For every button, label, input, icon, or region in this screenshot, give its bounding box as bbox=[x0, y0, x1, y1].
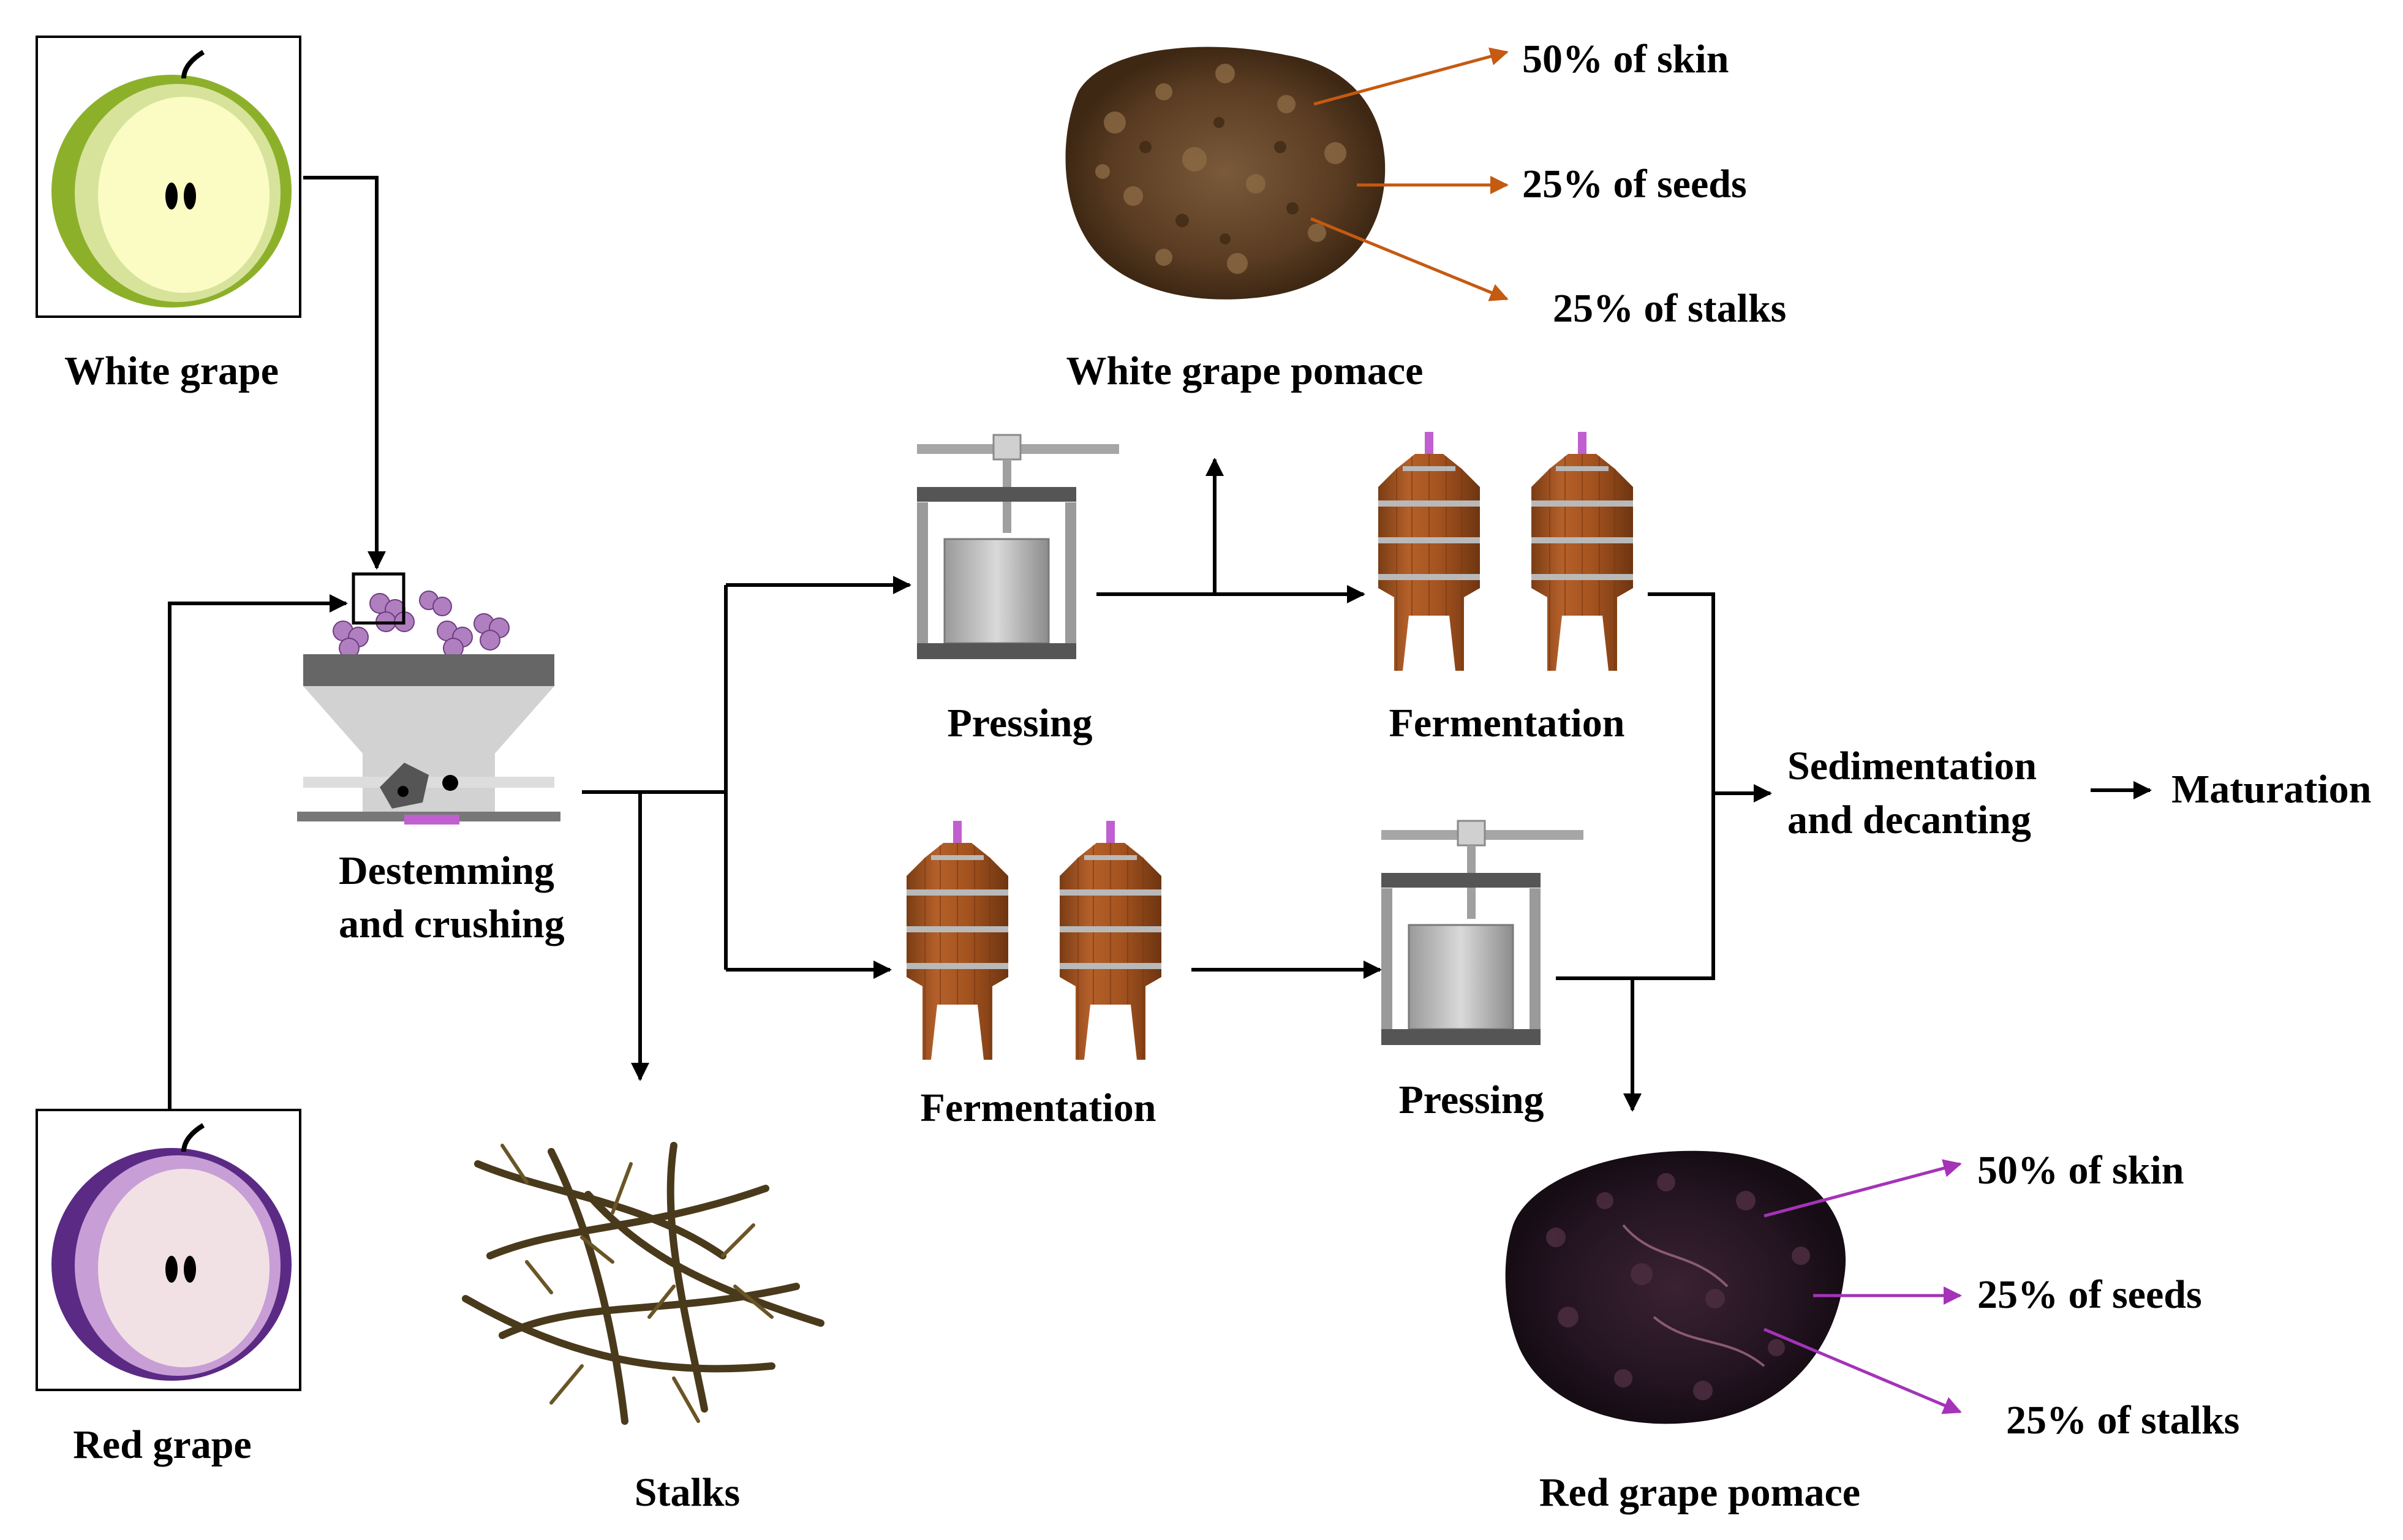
white-pressing-label: Pressing bbox=[947, 701, 1092, 745]
destemmer-illustration bbox=[297, 572, 560, 825]
red-pressing-label: Pressing bbox=[1398, 1078, 1544, 1122]
white-tank-icon-1 bbox=[1378, 431, 1481, 671]
stalks-label: Stalks bbox=[635, 1470, 740, 1515]
red-pomace-stalks: 25% of stalks bbox=[2006, 1398, 2239, 1443]
white-pomace-arrows bbox=[1310, 47, 1509, 301]
white-fermentation-label: Fermentation bbox=[1389, 701, 1625, 745]
flow-arrows bbox=[168, 176, 2152, 1112]
stalks-illustration bbox=[462, 1142, 824, 1425]
red-tank-icon-2 bbox=[1059, 820, 1162, 1060]
white-pomace-label: White grape pomace bbox=[1066, 349, 1424, 393]
red-pomace-skin: 50% of skin bbox=[1977, 1148, 2184, 1193]
red-pomace-illustration bbox=[1505, 1150, 1846, 1424]
white-pomace-skin: 50% of skin bbox=[1522, 37, 1729, 81]
destemming-label-line2: and crushing bbox=[339, 902, 565, 946]
white-press-icon bbox=[916, 434, 1120, 660]
red-tank-icon-1 bbox=[906, 820, 1009, 1060]
red-press-icon bbox=[1380, 820, 1585, 1046]
sedimentation-label-line2: and decanting bbox=[1787, 798, 2031, 842]
red-pomace-arrows bbox=[1764, 1159, 1962, 1414]
red-pomace-label: Red grape pomace bbox=[1539, 1470, 1860, 1515]
maturation-label: Maturation bbox=[2171, 767, 2371, 812]
white-pomace-illustration bbox=[1065, 47, 1386, 300]
white-pomace-stalks: 25% of stalks bbox=[1553, 286, 1786, 331]
white-grape-illustration bbox=[36, 36, 301, 318]
destemming-label-line1: Destemming bbox=[339, 848, 554, 893]
white-pomace-seeds: 25% of seeds bbox=[1522, 162, 1747, 206]
red-pomace-seeds: 25% of seeds bbox=[1977, 1272, 2202, 1317]
red-grape-illustration bbox=[36, 1109, 301, 1391]
sedimentation-label-line1: Sedimentation bbox=[1787, 744, 2037, 788]
white-tank-icon-2 bbox=[1531, 431, 1634, 671]
red-fermentation-label: Fermentation bbox=[921, 1085, 1156, 1130]
white-grape-label: White grape bbox=[64, 349, 279, 393]
red-grape-label: Red grape bbox=[73, 1422, 251, 1467]
